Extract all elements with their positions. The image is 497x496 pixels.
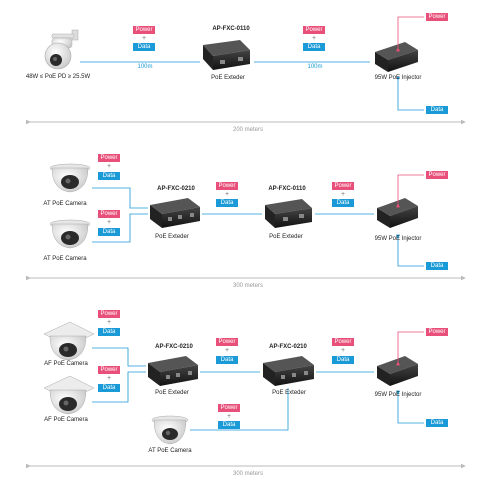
power-tag: Power bbox=[98, 366, 120, 374]
dome-camera-icon bbox=[49, 163, 91, 193]
injector-label: 95W PoE Injector bbox=[374, 392, 422, 398]
poe-injector-icon bbox=[377, 356, 418, 386]
data-tag: Data bbox=[216, 356, 238, 364]
power-tag: Power bbox=[303, 26, 325, 34]
power-tag: Power bbox=[426, 13, 448, 21]
power-tag: Power bbox=[426, 171, 448, 179]
poe-extender-icon bbox=[203, 40, 250, 70]
data-tag: Data bbox=[303, 43, 325, 51]
data-tag: Data bbox=[426, 262, 448, 270]
section-1 bbox=[25, 16, 466, 125]
data-tag: Data bbox=[218, 421, 240, 429]
extender-label: PoE Exteder bbox=[272, 390, 306, 396]
dome-camera-icon bbox=[43, 321, 95, 361]
link-line bbox=[92, 187, 148, 209]
link-line bbox=[92, 347, 146, 367]
model-label: AP-FXC-0210 bbox=[157, 186, 195, 192]
data-feed-line bbox=[396, 234, 424, 267]
poe-injector-icon bbox=[375, 42, 418, 72]
dome-camera-icon bbox=[43, 375, 95, 415]
dome-camera-icon bbox=[49, 219, 91, 249]
camera-label: AT PoE Camera bbox=[148, 448, 192, 454]
poe-extender-icon bbox=[263, 356, 314, 386]
dome-camera-icon bbox=[151, 415, 189, 445]
plus-sign: + bbox=[224, 191, 230, 198]
extender-label: PoE Exteder bbox=[269, 234, 303, 240]
data-tag: Data bbox=[426, 419, 448, 427]
data-feed-line bbox=[396, 76, 424, 111]
plus-sign: + bbox=[311, 35, 317, 42]
poe-extender-icon bbox=[148, 356, 198, 386]
power-tag: Power bbox=[426, 328, 448, 336]
data-tag: Data bbox=[98, 384, 120, 392]
power-tag: Power bbox=[98, 310, 120, 318]
poe-extender-icon bbox=[150, 198, 200, 228]
data-tag: Data bbox=[426, 106, 448, 114]
poe-extender-icon bbox=[265, 199, 312, 228]
power-feed-line bbox=[396, 331, 424, 366]
plus-sign: + bbox=[340, 191, 346, 198]
plus-sign: + bbox=[106, 163, 112, 170]
data-tag: Data bbox=[98, 328, 120, 336]
injector-label: 95W PoE Injector bbox=[374, 236, 422, 242]
data-tag: Data bbox=[133, 43, 155, 51]
camera-label: AT PoE Camera bbox=[43, 256, 87, 262]
link-line bbox=[92, 371, 146, 403]
model-label: AP-FXC-0110 bbox=[268, 186, 306, 192]
data-tag: Data bbox=[332, 356, 354, 364]
plus-sign: + bbox=[141, 35, 147, 42]
power-feed-line bbox=[396, 174, 424, 208]
camera-label: AF PoE Camera bbox=[44, 361, 88, 367]
distance-label: 300 meters bbox=[232, 471, 264, 477]
power-tag: Power bbox=[98, 210, 120, 218]
power-tag: Power bbox=[216, 338, 238, 346]
power-feed-line bbox=[396, 16, 424, 52]
extender-label: PoE Exteder bbox=[211, 75, 245, 81]
plus-sign: + bbox=[106, 219, 112, 226]
link-distance-label: 100m bbox=[137, 64, 153, 70]
section-3 bbox=[25, 321, 466, 469]
extender-label: PoE Exteder bbox=[155, 234, 189, 240]
plus-sign: + bbox=[226, 413, 232, 420]
plus-sign: + bbox=[106, 375, 112, 382]
section-2 bbox=[25, 163, 466, 281]
plus-sign: + bbox=[340, 347, 346, 354]
distance-label: 200 meters bbox=[232, 127, 264, 133]
power-tag: Power bbox=[133, 26, 155, 34]
power-tag: Power bbox=[332, 182, 354, 190]
link-distance-label: 100m bbox=[307, 64, 323, 70]
poe-injector-icon bbox=[377, 198, 418, 228]
ptz-camera-label: 48W ≤ PoE PD ≥ 25.5W bbox=[25, 74, 91, 80]
data-tag: Data bbox=[98, 228, 120, 236]
power-tag: Power bbox=[98, 154, 120, 162]
plus-sign: + bbox=[106, 319, 112, 326]
camera-label: AT PoE Camera bbox=[43, 201, 87, 207]
camera-label: AF PoE Camera bbox=[44, 417, 88, 423]
data-feed-line bbox=[396, 390, 424, 424]
distance-label: 300 meters bbox=[232, 283, 264, 289]
link-line bbox=[92, 213, 148, 243]
data-tag: Data bbox=[98, 172, 120, 180]
model-label: AP-FXC-0210 bbox=[269, 344, 307, 350]
power-tag: Power bbox=[332, 338, 354, 346]
ptz-camera-icon bbox=[44, 29, 79, 70]
model-label: AP-FXC-0110 bbox=[212, 26, 250, 32]
plus-sign: + bbox=[224, 347, 230, 354]
extender-label: PoE Exteder bbox=[155, 390, 189, 396]
data-tag: Data bbox=[216, 199, 238, 207]
link-line bbox=[190, 388, 289, 431]
data-tag: Data bbox=[332, 199, 354, 207]
model-label: AP-FXC-0210 bbox=[155, 344, 193, 350]
power-tag: Power bbox=[216, 182, 238, 190]
power-tag: Power bbox=[218, 404, 240, 412]
injector-label: 95W PoE Injector bbox=[374, 75, 422, 81]
